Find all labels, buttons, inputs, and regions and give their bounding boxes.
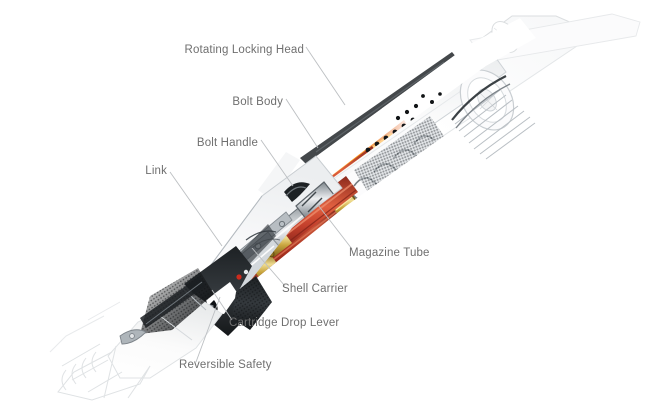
label-reversible-safety: Reversible Safety: [179, 359, 272, 371]
label-link: Link: [145, 165, 167, 177]
leader-reversible-safety: [195, 296, 221, 363]
label-bolt-body: Bolt Body: [232, 96, 283, 108]
leader-bolt-handle: [260, 139, 294, 187]
label-cartridge-drop-lever: Cartridge Drop Lever: [229, 317, 340, 329]
label-magazine-tube: Magazine Tube: [349, 247, 430, 259]
leader-rotating-locking-head: [305, 46, 346, 106]
leader-link: [169, 171, 223, 247]
label-rotating-locking-head: Rotating Locking Head: [184, 44, 304, 56]
leader-shell-carrier: [251, 247, 286, 287]
leader-magazine-tube: [317, 204, 353, 250]
leader-cartridge-drop-lever: [211, 289, 233, 321]
label-shell-carrier: Shell Carrier: [282, 283, 348, 295]
leader-bolt-body: [285, 98, 319, 149]
label-bolt-handle: Bolt Handle: [196, 137, 258, 149]
